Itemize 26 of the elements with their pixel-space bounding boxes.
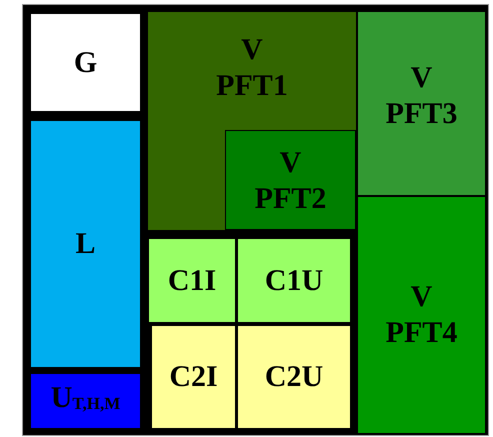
region-box bbox=[31, 374, 140, 428]
region-box bbox=[237, 238, 351, 323]
region-box bbox=[31, 121, 140, 367]
region-label: U$_{T,H,M}$ bbox=[50, 380, 120, 416]
region-box bbox=[151, 325, 236, 429]
region-box bbox=[237, 325, 351, 429]
region-box bbox=[358, 197, 485, 433]
region-box bbox=[225, 130, 356, 230]
region-label: V bbox=[280, 145, 302, 181]
region-label: V bbox=[241, 32, 263, 68]
region-box bbox=[31, 14, 140, 111]
region-label: L bbox=[75, 226, 96, 262]
region-label: C2I bbox=[169, 359, 218, 395]
region-box bbox=[148, 12, 356, 230]
region-label: PFT3 bbox=[386, 96, 458, 132]
region-label: PFT2 bbox=[254, 181, 326, 217]
region-label: V bbox=[410, 279, 432, 315]
region-label: C1U bbox=[264, 262, 324, 298]
region-label: PFT1 bbox=[216, 68, 288, 104]
region-box bbox=[148, 238, 236, 323]
region-box bbox=[358, 12, 485, 195]
region-label: V bbox=[410, 60, 432, 96]
region-label: C2U bbox=[264, 359, 324, 395]
region-label: G bbox=[74, 44, 98, 80]
region-label: PFT4 bbox=[386, 315, 458, 351]
region-label: C1I bbox=[168, 262, 216, 298]
